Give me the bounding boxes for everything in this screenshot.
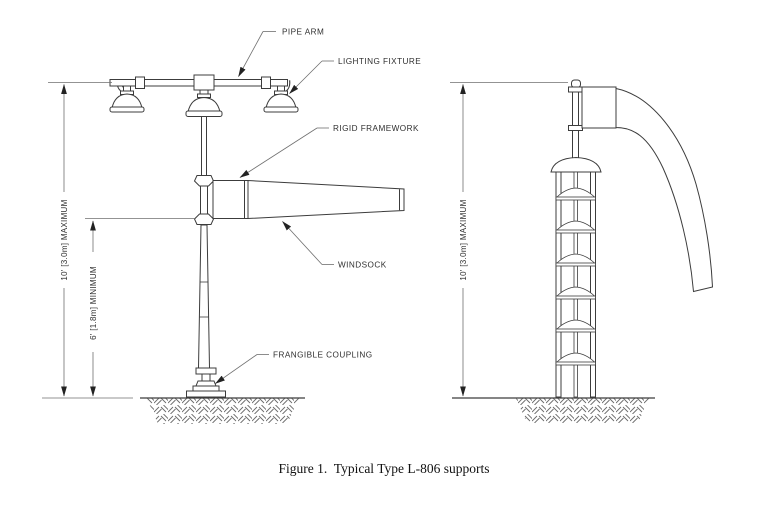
tower-rail-center [573, 171, 578, 398]
tower-cap [550, 156, 602, 173]
lighting-fixtures-drawing [109, 85, 299, 117]
right-mast [568, 79, 583, 159]
leader-line [215, 354, 258, 384]
lighting-fixture-left [109, 85, 145, 113]
callout-pipe-arm: PIPE ARM [238, 28, 324, 77]
callout-rigid-framework: RIGID FRAMEWORK [239, 124, 419, 178]
callouts: PIPE ARM LIGHTING FIXTURE RIGID FRAMEWOR… [215, 28, 421, 384]
pole-flange [195, 367, 217, 375]
earth-hatch-left [147, 398, 299, 424]
mast-cap [571, 79, 581, 88]
leader-line [239, 127, 318, 178]
frangible-coupling-drawing [186, 373, 226, 398]
frangible-coupling-label: FRANGIBLE COUPLING [273, 351, 373, 360]
junction-box [193, 74, 215, 91]
lighting-fixture-right [263, 85, 299, 113]
dimension-10ft-right-label: 10' [3.0m] MAXIMUM [459, 199, 468, 280]
windsock-limp [615, 87, 714, 293]
earth-hatch-right [516, 398, 649, 423]
figure-caption: Figure 1. Typical Type L-806 supports [278, 461, 490, 476]
windsock-frame-side [581, 86, 617, 129]
upper-mast [201, 116, 207, 177]
callout-windsock: WINDSOCK [282, 221, 387, 270]
windsock-cone [247, 179, 405, 220]
leader-line [238, 31, 264, 77]
pipe-coupling-right [261, 76, 271, 89]
left-dimensions: 10' [3.0m] MAXIMUM 6' [1.8m] MINIMUM [42, 82, 196, 399]
windsock-frame [212, 180, 249, 219]
leader-line [282, 221, 323, 265]
pipe-coupling-left [135, 76, 145, 89]
tower-rungs [555, 187, 596, 366]
front-elevation-drawing [109, 74, 405, 424]
callout-lighting-fixture: LIGHTING FIXTURE [289, 57, 421, 94]
rigid-framework-label: RIGID FRAMEWORK [333, 124, 419, 133]
dimension-6ft-left-label: 6' [1.8m] MINIMUM [89, 266, 98, 340]
pipe-arm-label: PIPE ARM [282, 28, 324, 37]
leader-line [289, 60, 323, 94]
windsock-label: WINDSOCK [338, 261, 387, 270]
support-pole [195, 224, 217, 375]
swivel-assembly [193, 175, 215, 225]
callout-frangible-coupling: FRANGIBLE COUPLING [215, 351, 373, 384]
right-dimension: 10' [3.0m] MAXIMUM [450, 82, 568, 397]
dimension-10ft-left: 10' [3.0m] MAXIMUM [60, 84, 69, 397]
side-elevation-drawing [452, 79, 714, 423]
lighting-fixture-center [185, 89, 223, 117]
dimension-10ft-left-label: 10' [3.0m] MAXIMUM [60, 199, 69, 280]
pipe-arm-drawing [109, 74, 288, 91]
lighting-fixture-label: LIGHTING FIXTURE [338, 57, 421, 66]
tower-rail-right [590, 171, 596, 398]
lattice-tower [550, 156, 602, 398]
ground-right [452, 397, 655, 423]
tower-rail-left [555, 171, 562, 398]
dimension-6ft-left: 6' [1.8m] MINIMUM [89, 220, 98, 397]
ground-left [140, 397, 305, 424]
dimension-10ft-right: 10' [3.0m] MAXIMUM [459, 84, 468, 397]
base-plate [186, 390, 226, 398]
